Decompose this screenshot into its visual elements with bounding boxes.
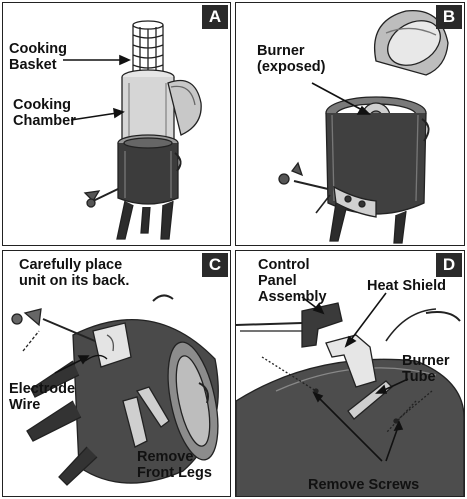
panel-c-letter: C [202,253,228,277]
cooking-chamber-label-line1: Cooking [13,97,71,113]
cooking-basket-label-line2: Basket [9,57,57,73]
panel-a-drawing [63,20,202,240]
remove-front-legs-label-line1: Remove [137,449,194,465]
panel-d: D Control Panel Assembly Heat Shield Bur… [235,250,465,497]
panel-b-letter: B [436,5,462,29]
control-panel-assembly-label: Control Panel Assembly [258,257,327,305]
panel-d-letter: D [436,253,462,277]
panel-c: C Carefully place unit on its back. Elec… [2,250,231,497]
careful-instruction: Carefully place unit on its back. [19,257,129,289]
remove-front-legs-label-line2: Front Legs [137,465,212,481]
remove-screws-label: Remove Screws [308,477,420,493]
burner-label: Burner (exposed) [257,43,326,75]
control-panel-assembly-label-line1: Control [258,257,310,273]
cooking-chamber [121,69,175,145]
fryer-closeup [236,302,464,496]
remove-front-legs-label: Remove Front Legs [137,449,212,481]
panel-b-drawing [278,9,449,244]
careful-instruction-line2: unit on its back. [19,273,130,289]
panel-a: A Cooking Basket Cooking Chamber [2,2,231,246]
burner-tube-label: Burner Tube [402,353,450,385]
cooking-chamber-label: Cooking Chamber [13,97,76,129]
panel-c-drawing [11,294,219,486]
cooking-chamber-label-line2: Chamber [13,113,76,129]
burner-tube-label-line2: Tube [402,369,436,385]
fryer-base [83,134,182,240]
cooking-basket-label: Cooking Basket [9,41,67,73]
burner-label-line1: Burner [257,43,305,59]
panel-d-drawing [236,292,464,496]
control-panel-assembly-label-line2: Panel [258,273,297,289]
open-lid [374,9,449,76]
cooking-basket [132,20,164,74]
electrode-wire-label-line1: Electrode [9,381,76,397]
cooking-basket-label-line1: Cooking [9,41,67,57]
lid [167,79,202,136]
burner-label-line2: (exposed) [257,59,326,75]
panel-a-letter: A [202,5,228,29]
fryer-body [278,96,430,244]
fryer-on-back [11,294,219,486]
careful-instruction-line1: Carefully place [19,257,123,273]
electrode-wire-label: Electrode Wire [9,381,75,413]
control-panel-assembly-label-line3: Assembly [258,289,327,305]
electrode-wire-label-line2: Wire [9,397,41,413]
panel-b: B Burner (exposed) [235,2,465,246]
heat-shield-label: Heat Shield [367,278,446,294]
burner-tube-label-line1: Burner [402,353,450,369]
